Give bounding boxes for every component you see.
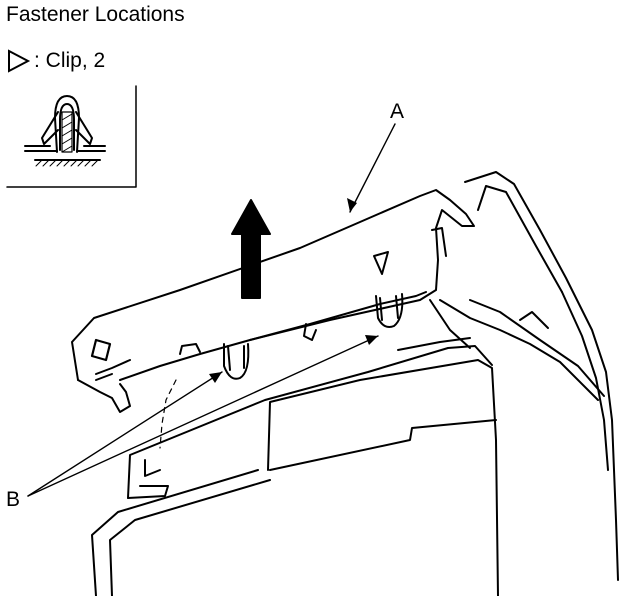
callout-leaders [27, 123, 396, 497]
triangle-outline-icon [8, 49, 31, 73]
clip-detail-inset [6, 85, 137, 188]
legend-text: : Clip, 2 [34, 49, 106, 72]
clip-cross-section [24, 95, 106, 167]
console-body [91, 337, 499, 596]
legend-clip: : Clip, 2 [6, 48, 105, 74]
callout-label-a: A [390, 100, 405, 123]
callout-label-b: B [6, 488, 21, 511]
side-panel [429, 171, 619, 581]
armrest-lid [71, 189, 475, 449]
lift-direction-arrow [231, 199, 271, 299]
page-title: Fastener Locations [6, 3, 185, 26]
